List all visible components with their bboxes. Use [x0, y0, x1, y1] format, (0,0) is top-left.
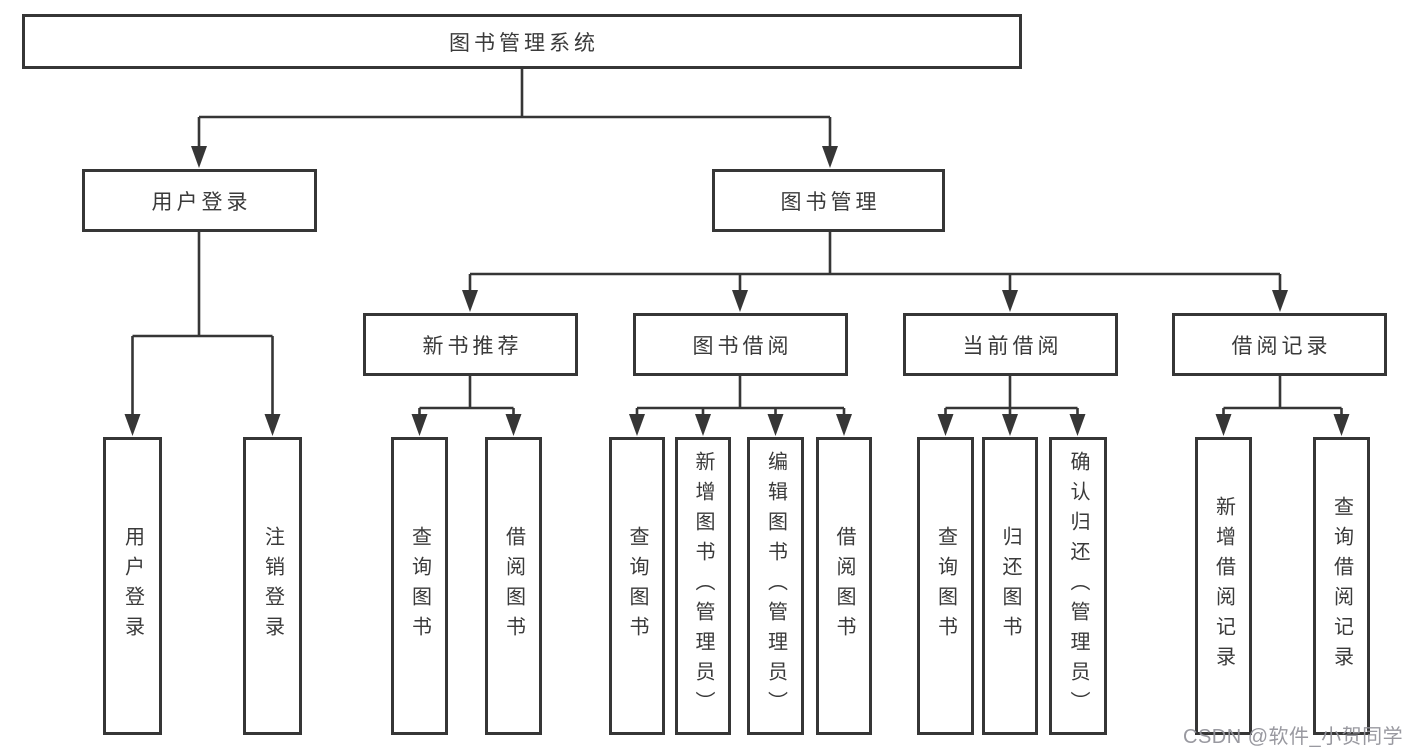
- arrowhead-icon: [695, 414, 711, 436]
- connector-newbook-to-leaves: [418, 376, 515, 418]
- leaf-edit-books-admin-label: 编辑图书（管理员）: [764, 451, 787, 721]
- leaf-query-borrow-record: 查询借阅记录: [1313, 437, 1370, 735]
- leaf-query-borrow-record-label: 查询借阅记录: [1330, 496, 1353, 676]
- arrowhead-icon: [191, 146, 207, 168]
- arrowhead-icon: [767, 414, 784, 436]
- connector-strokes: [131, 69, 1343, 418]
- leaf-add-books-admin: 新增图书（管理员）: [675, 437, 731, 735]
- leaf-logout-label: 注销登录: [261, 526, 284, 646]
- arrowheads: [124, 146, 1350, 436]
- node-user-login: 用户登录: [82, 169, 317, 232]
- arrowhead-icon: [264, 414, 281, 436]
- connector-root-to-level2: [197, 69, 832, 150]
- node-current-borrow-label: 当前借阅: [962, 334, 1063, 358]
- node-book-borrow-label: 图书借阅: [692, 334, 793, 358]
- arrowhead-icon: [1272, 290, 1288, 312]
- arrowhead-icon: [822, 146, 838, 168]
- leaf-add-books-admin-label: 新增图书（管理员）: [692, 451, 714, 721]
- leaf-return-books-label: 归还图书: [999, 526, 1021, 646]
- arrowhead-icon: [937, 414, 954, 436]
- leaf-return-books: 归还图书: [982, 437, 1038, 735]
- node-borrow-records-label: 借阅记录: [1231, 334, 1332, 358]
- leaf-query-books-borrow: 查询图书: [609, 437, 665, 735]
- leaf-borrow-books-label: 借阅图书: [833, 526, 855, 646]
- arrowhead-icon: [505, 414, 522, 436]
- arrowhead-icon: [1069, 414, 1086, 436]
- arrowhead-icon: [1002, 290, 1018, 312]
- node-new-book-recommend: 新书推荐: [363, 313, 578, 376]
- leaf-query-books-current: 查询图书: [917, 437, 974, 735]
- connector-records-to-leaves: [1222, 376, 1343, 418]
- leaf-logout: 注销登录: [243, 437, 302, 735]
- leaf-user-login: 用户登录: [103, 437, 162, 735]
- arrowhead-icon: [1002, 414, 1018, 436]
- node-book-borrow: 图书借阅: [633, 313, 848, 376]
- leaf-add-borrow-record-label: 新增借阅记录: [1212, 496, 1235, 676]
- leaf-borrow-books-recommend: 借阅图书: [485, 437, 542, 735]
- arrowhead-icon: [462, 290, 478, 312]
- leaf-user-login-label: 用户登录: [121, 526, 144, 646]
- leaf-confirm-return-admin-label: 确认归还（管理员）: [1067, 451, 1089, 721]
- leaf-edit-books-admin: 编辑图书（管理员）: [747, 437, 804, 735]
- connector-borrow-to-leaves: [635, 376, 846, 418]
- node-root: 图书管理系统: [22, 14, 1022, 69]
- node-new-book-recommend-label: 新书推荐: [422, 334, 523, 358]
- connector-current-to-leaves: [944, 376, 1079, 418]
- leaf-confirm-return-admin: 确认归还（管理员）: [1049, 437, 1107, 735]
- node-borrow-records: 借阅记录: [1172, 313, 1387, 376]
- node-book-management-label: 图书管理: [780, 190, 881, 214]
- leaf-query-books-recommend-label: 查询图书: [408, 526, 431, 646]
- leaf-borrow-books: 借阅图书: [816, 437, 872, 735]
- node-current-borrow: 当前借阅: [903, 313, 1118, 376]
- arrowhead-icon: [836, 414, 852, 436]
- leaf-query-books-current-label: 查询图书: [934, 526, 957, 646]
- node-user-login-label: 用户登录: [151, 190, 252, 214]
- node-book-management: 图书管理: [712, 169, 945, 232]
- arrowhead-icon: [1333, 414, 1350, 436]
- leaf-borrow-books-recommend-label: 借阅图书: [502, 526, 525, 646]
- leaf-query-books-borrow-label: 查询图书: [626, 526, 648, 646]
- leaf-add-borrow-record: 新增借阅记录: [1195, 437, 1252, 735]
- arrowhead-icon: [124, 414, 141, 436]
- arrowhead-icon: [629, 414, 645, 436]
- arrowhead-icon: [1215, 414, 1232, 436]
- arrowhead-icon: [732, 290, 748, 312]
- arrowhead-icon: [411, 414, 428, 436]
- connector-userlogin-to-leaves: [131, 232, 274, 418]
- csdn-watermark: CSDN @软件_小贺同学: [1183, 726, 1404, 747]
- connector-bookmgmt-to-level3: [468, 232, 1282, 294]
- node-root-label: 图书管理系统: [449, 31, 599, 55]
- leaf-query-books-recommend: 查询图书: [391, 437, 448, 735]
